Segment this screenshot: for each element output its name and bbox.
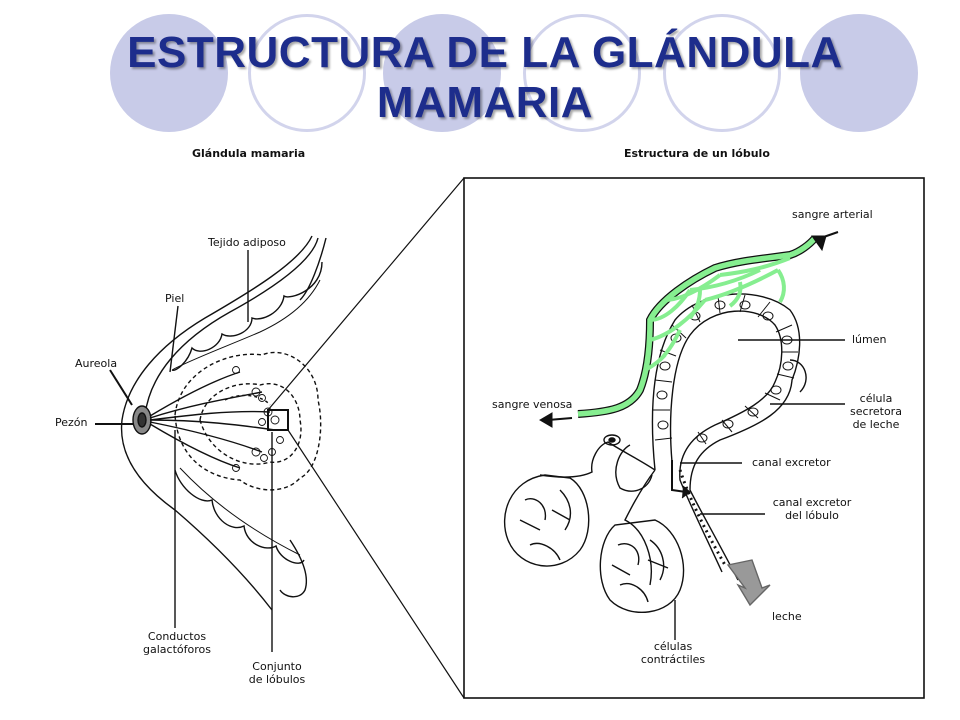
- decor-circle: [663, 14, 781, 132]
- label-sangre-arterial: sangre arterial: [792, 208, 873, 221]
- label-celulas-line-2: contráctiles: [640, 653, 706, 666]
- label-canal-lobulo-line-1: canal excretor: [772, 496, 852, 509]
- label-conductos-galactoforos: Conductos galactóforos: [132, 630, 222, 656]
- label-pezon: Pezón: [55, 416, 88, 429]
- label-conductos-line-1: Conductos: [147, 630, 207, 643]
- label-piel: Piel: [165, 292, 185, 305]
- label-celulas-contractiles: células contráctiles: [628, 640, 718, 666]
- title-line-2: MAMARIA: [376, 78, 594, 127]
- lobule-frame: [463, 177, 925, 699]
- decor-circle: [248, 14, 366, 132]
- label-celulas-line-1: células: [653, 640, 693, 653]
- label-celula-line-3: de leche: [852, 418, 900, 431]
- label-canal-excretor: canal excretor: [752, 456, 831, 469]
- label-sangre-venosa: sangre venosa: [492, 398, 573, 411]
- right-panel-heading: Estructura de un lóbulo: [624, 147, 770, 160]
- label-celula-line-2: secretora: [850, 405, 902, 418]
- label-canal-lobulo-line-2: del lóbulo: [785, 509, 839, 522]
- label-aureola: Aureola: [75, 357, 118, 370]
- breast-cross-section: [120, 235, 327, 611]
- label-canal-excretor-lobulo: canal excretor del lóbulo: [762, 496, 862, 522]
- label-lumen: lúmen: [852, 333, 887, 346]
- label-conjunto-line-2: de lóbulos: [248, 673, 306, 686]
- decor-circle: [800, 14, 918, 132]
- label-celula-line-1: célula: [859, 392, 893, 405]
- label-conjunto-lobulos: Conjunto de lóbulos: [232, 660, 322, 686]
- decor-circle: [110, 14, 228, 132]
- header-decoration: [0, 0, 960, 135]
- label-tejido-adiposo: Tejido adiposo: [208, 236, 286, 249]
- decor-circle: [383, 14, 501, 132]
- blood-vessels: [539, 231, 839, 428]
- lobule-structure: [503, 293, 845, 640]
- label-celula-secretora: célula secretora de leche: [838, 392, 914, 431]
- title-line-1: ESTRUCTURA DE LA GLÁNDULA: [127, 28, 843, 77]
- page-title: ESTRUCTURA DE LA GLÁNDULA MAMARIA: [0, 28, 960, 128]
- decor-circle: [523, 14, 641, 132]
- label-conductos-line-2: galactóforos: [143, 643, 211, 656]
- label-conjunto-line-1: Conjunto: [252, 660, 302, 673]
- left-panel-heading: Glándula mamaria: [192, 147, 306, 160]
- label-leche: leche: [772, 610, 802, 623]
